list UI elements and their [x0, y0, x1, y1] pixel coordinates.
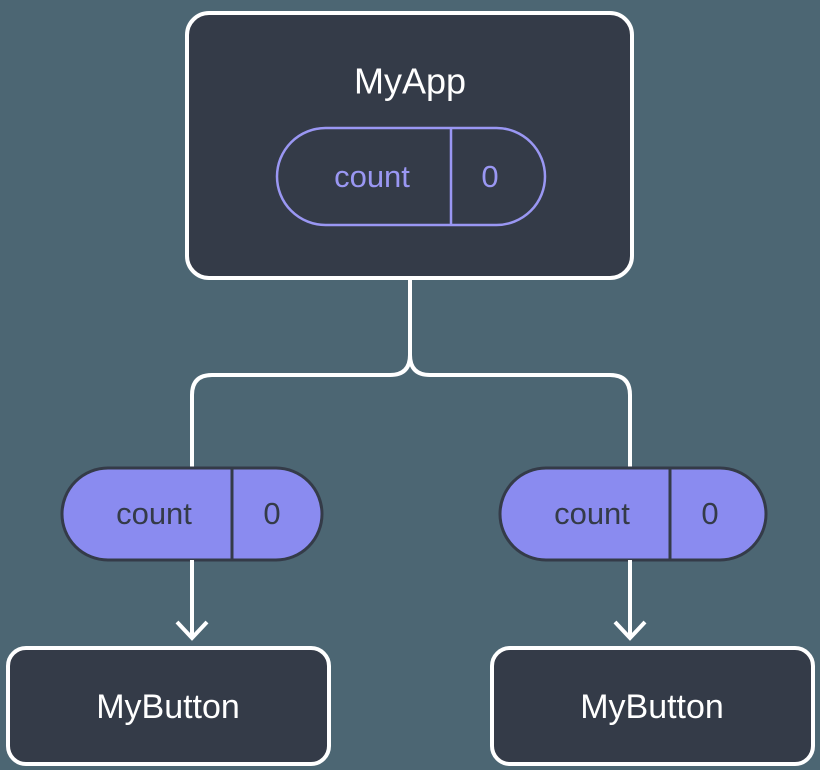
state-pill-right-value: 0 [701, 496, 718, 531]
connector-branch-right [408, 354, 632, 468]
arrow-right-head-icon [613, 620, 647, 641]
arrow-right-state-to-button [613, 560, 647, 641]
state-pill-myapp[interactable]: count 0 [275, 126, 547, 227]
node-mybutton-left-title: MyButton [96, 688, 240, 726]
node-mybutton-right-title: MyButton [580, 688, 724, 726]
state-pill-left-value: 0 [263, 496, 280, 531]
state-pill-myapp-shape[interactable] [275, 126, 547, 227]
node-mybutton-left[interactable]: MyButton [6, 646, 331, 766]
arrow-left-state-to-button [175, 560, 209, 641]
state-pill-left-shape[interactable] [60, 466, 324, 562]
node-myapp-box[interactable] [185, 11, 634, 280]
state-pill-left[interactable]: count 0 [60, 466, 324, 562]
arrow-left-head-icon [175, 620, 209, 641]
state-pill-left-key: count [116, 496, 192, 531]
node-myapp-title: MyApp [354, 61, 466, 102]
state-pill-right-key: count [554, 496, 630, 531]
branch-left: count 0 MyButton [6, 466, 331, 766]
connector-tree [190, 278, 632, 468]
connector-branch-left [190, 354, 412, 468]
node-mybutton-left-box[interactable] [6, 646, 331, 766]
state-pill-myapp-value: 0 [481, 159, 498, 194]
state-pill-right[interactable]: count 0 [498, 466, 768, 562]
node-mybutton-right[interactable]: MyButton [490, 646, 815, 766]
branch-right: count 0 MyButton [490, 466, 815, 766]
state-pill-right-shape[interactable] [498, 466, 768, 562]
node-mybutton-right-box[interactable] [490, 646, 815, 766]
state-pill-myapp-key: count [334, 159, 410, 194]
node-myapp[interactable]: MyApp count 0 [185, 11, 634, 280]
